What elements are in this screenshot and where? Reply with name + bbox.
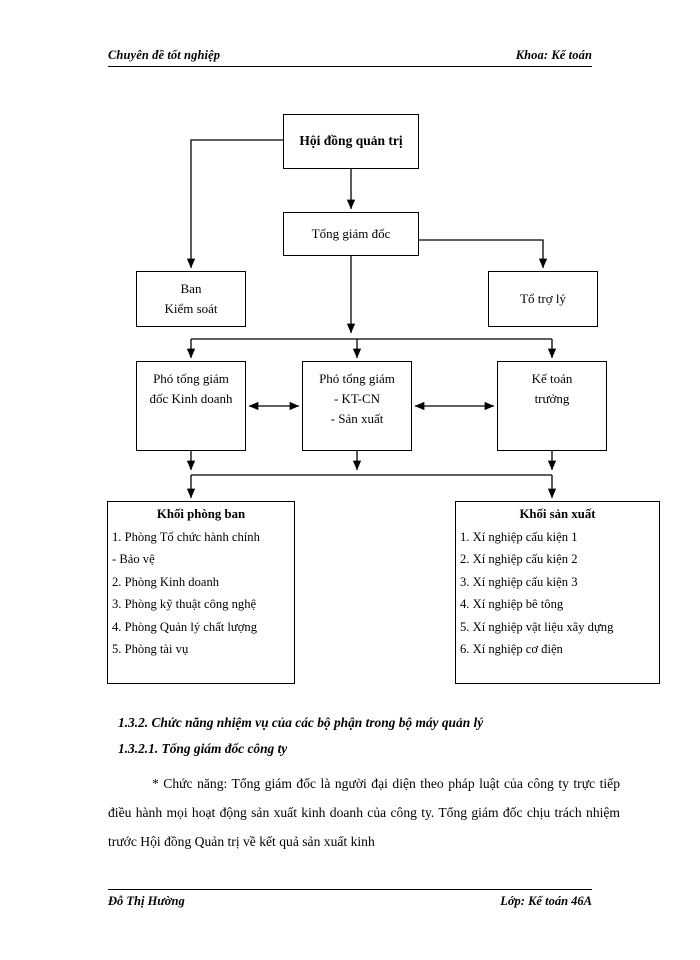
heading-1-3-2-1: 1.3.2.1. Tổng giám đốc công ty [118,741,288,757]
footer-rule [108,889,592,890]
running-head: Chuyên đề tốt nghiệp Khoa: Kế toán [108,48,592,63]
node-control-board-line1: Ban [180,280,202,296]
list-item: 5. Xí nghiệp vật liệu xây dựng [460,619,614,634]
node-control-board-line2: Kiểm soát [164,301,218,316]
running-head-left: Chuyên đề tốt nghiệp [108,48,221,62]
node-vp-tech-line3: - Sản xuất [330,411,384,427]
node-general-director[interactable]: Tổng giám đốc [283,212,419,256]
header-rule [108,66,592,67]
running-foot-left: Đỗ Thị Hường [108,894,185,908]
list-item: 4. Phòng Quản lý chất lượng [112,619,258,634]
running-foot-right: Lớp: Kế toán 46A [500,894,592,908]
list-item: 4. Xí nghiệp bê tông [460,597,564,612]
node-general-director-label: Tổng giám đốc [311,225,391,241]
node-board-of-directors[interactable]: Hội đồng quản trị [283,114,419,169]
node-chief-accountant-line1: Kế toán [531,371,573,386]
list-item: 3. Xí nghiệp cấu kiện 3 [460,574,578,589]
connector-ceo-to-assistant [419,239,548,269]
list-item: 1. Phòng Tổ chức hành chính [112,530,260,544]
node-vp-business-line2: đốc Kinh doanh [149,391,233,407]
node-vp-business-line1: Phó tổng giám [153,371,229,386]
list-item: 1. Xí nghiệp cấu kiện 1 [460,530,578,544]
node-vp-tech-production[interactable]: Phó tổng giám - KT-CN - Sản xuất [302,361,412,451]
node-vp-tech-line1: Phó tổng giám [319,371,395,386]
node-control-board[interactable]: Ban Kiểm soát [136,271,246,327]
body-paragraph: * Chức năng: Tổng giám đốc là người đại … [108,776,620,849]
block-production-title: Khối sản xuất [519,507,596,521]
node-assistant-team[interactable]: Tổ trợ lý [488,271,598,327]
running-head-right: Khoa: Kế toán [515,48,592,62]
node-chief-accountant-line2: trưởng [534,391,570,407]
block-departments[interactable]: Khối phòng ban 1. Phòng Tổ chức hành chí… [107,501,295,684]
running-foot: Đỗ Thị Hường Lớp: Kế toán 46A [108,894,592,909]
connector-board-to-control [186,139,283,269]
list-item: - Bảo vệ [112,552,155,567]
node-vp-business[interactable]: Phó tổng giám đốc Kinh doanh [136,361,246,451]
list-item: 3. Phòng kỹ thuật công nghệ [112,597,257,612]
node-chief-accountant[interactable]: Kế toán trưởng [497,361,607,451]
node-board-of-directors-label: Hội đồng quản trị [299,133,403,149]
list-item: 6. Xí nghiệp cơ điện [460,642,563,657]
block-departments-title: Khối phòng ban [156,507,246,521]
org-chart-connectors [186,139,557,499]
list-item: 2. Phòng Kinh doanh [112,574,220,589]
node-vp-tech-line2: - KT-CN [333,391,381,407]
block-production[interactable]: Khối sản xuất 1. Xí nghiệp cấu kiện 1 2.… [455,501,660,684]
node-assistant-team-label: Tổ trợ lý [520,290,566,306]
section-headings: 1.3.2. Chức năng nhiệm vụ của các bộ phậ… [118,710,618,762]
heading-1-3-2: 1.3.2. Chức năng nhiệm vụ của các bộ phậ… [118,715,484,730]
list-item: 2. Xí nghiệp cấu kiện 2 [460,552,578,567]
list-item: 5. Phòng tài vụ [112,642,189,657]
org-chart: Hội đồng quản trị Tổng giám đốc Ban Kiểm… [107,114,660,684]
